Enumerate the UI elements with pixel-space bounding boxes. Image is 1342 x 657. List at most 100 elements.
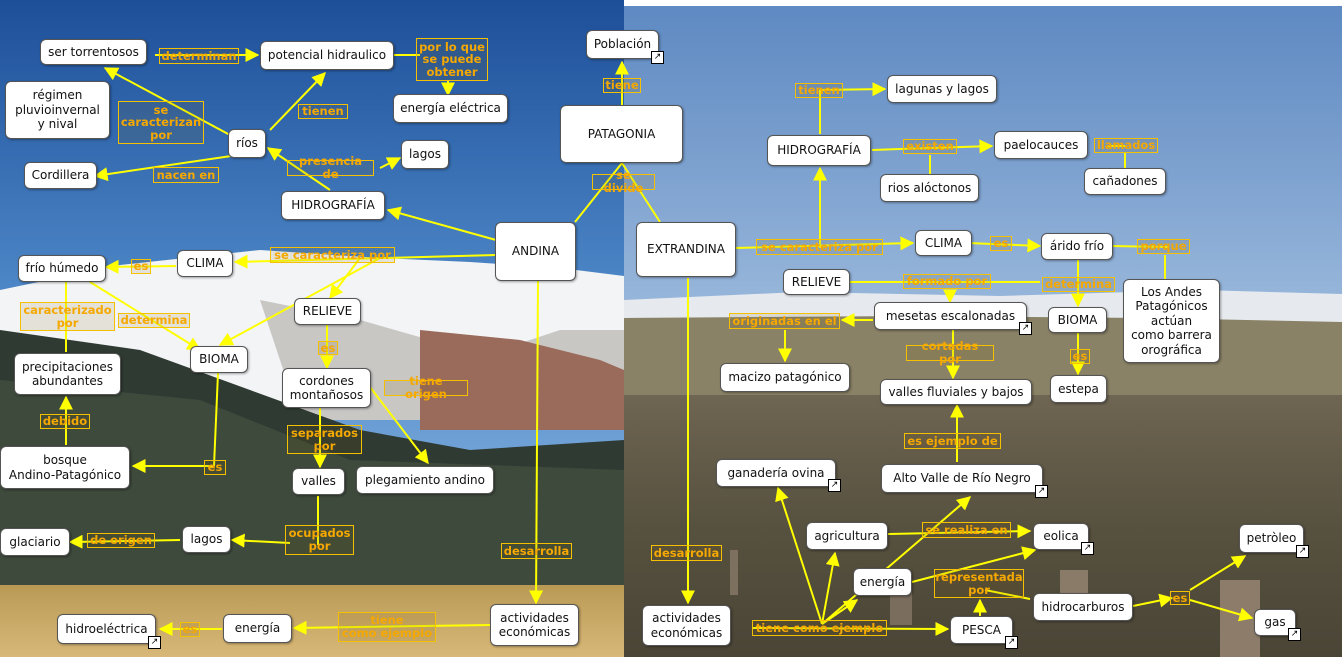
node-glaciario[interactable]: glaciario	[0, 528, 70, 556]
node-agricultura[interactable]: agricultura	[806, 522, 888, 550]
label-desarrolla-extrandina: desarrolla	[651, 545, 722, 561]
label-se-caracteriza-andina: se caracteriza por	[270, 247, 395, 263]
node-extrandina[interactable]: EXTRANDINA	[636, 222, 736, 277]
label-existen: existen	[903, 139, 957, 154]
label-presencia-de: presencia de	[287, 160, 374, 176]
label-tiene-como-ejemplo-andina: tiene como ejemplo	[338, 612, 436, 642]
label-desarrolla-andina: desarrolla	[501, 543, 572, 559]
node-eolica-label: eolica	[1043, 529, 1078, 543]
external-link-icon[interactable]: ↗	[1019, 322, 1032, 335]
node-alto-valle[interactable]: Alto Valle de Río Negro↗	[881, 464, 1043, 493]
node-lagunas-lagos[interactable]: lagunas y lagos	[887, 75, 997, 103]
node-macizo[interactable]: macizo patagónico	[720, 363, 850, 392]
node-lagos-top[interactable]: lagos	[401, 140, 449, 169]
node-arido-frio[interactable]: árido frío	[1041, 233, 1113, 260]
label-determina-extrandina: determina	[1042, 277, 1115, 292]
node-andes-barrera[interactable]: Los Andes Patagónicos actúan como barrer…	[1123, 279, 1220, 363]
node-frio-humedo[interactable]: frío húmedo	[18, 255, 106, 282]
label-determinan: determinan	[159, 48, 239, 64]
label-tiene-como-ejemplo-extrandina: tiene como ejemplo	[752, 620, 887, 636]
node-energia-electrica[interactable]: energía eléctrica	[393, 94, 508, 123]
node-petroleo-label: petròleo	[1247, 531, 1297, 545]
external-link-icon[interactable]: ↗	[651, 51, 664, 64]
node-energia-andina[interactable]: energía	[223, 614, 292, 643]
node-patagonia[interactable]: PATAGONIA	[560, 105, 683, 163]
node-relieve-andina[interactable]: RELIEVE	[294, 298, 361, 325]
label-llamados: llamados	[1094, 138, 1158, 153]
node-clima-extrandina[interactable]: CLIMA	[915, 230, 972, 256]
external-link-icon[interactable]: ↗	[828, 479, 841, 492]
node-mesetas[interactable]: mesetas escalonadas↗	[874, 302, 1027, 330]
node-clima-andina[interactable]: CLIMA	[177, 250, 233, 277]
node-andina[interactable]: ANDINA	[495, 222, 576, 281]
label-nacen-en: nacen en	[153, 167, 219, 183]
node-relieve-extrandina[interactable]: RELIEVE	[783, 269, 850, 295]
node-poblacion[interactable]: Población↗	[586, 30, 659, 59]
external-link-icon[interactable]: ↗	[1005, 636, 1018, 649]
label-ocupados-por: ocupados por	[285, 525, 354, 555]
external-link-icon[interactable]: ↗	[1035, 485, 1048, 498]
node-estepa[interactable]: estepa	[1050, 375, 1107, 403]
node-regimen[interactable]: régimen pluvioinvernal y nival	[5, 81, 110, 139]
node-ser-torrentosos[interactable]: ser torrentosos	[40, 39, 147, 65]
node-actividades-andina[interactable]: actividades económicas	[490, 604, 579, 646]
node-rios[interactable]: ríos	[228, 129, 266, 158]
node-hidroelectrica[interactable]: hidroeléctrica↗	[57, 614, 156, 644]
label-se-realiza-en: se realiza en	[922, 522, 1011, 538]
label-tiene-origen: tiene origen	[384, 380, 468, 396]
label-tienen-extrandina: tienen	[795, 83, 843, 98]
node-alto-valle-label: Alto Valle de Río Negro	[893, 471, 1031, 485]
external-link-icon[interactable]: ↗	[1288, 628, 1301, 641]
node-energia-extrandina[interactable]: energía	[853, 568, 912, 596]
label-se-caracterizan: se caracterizan por	[118, 101, 204, 144]
label-determina-andina: determina	[118, 313, 190, 328]
label-es-cordones: es	[318, 341, 338, 355]
node-hidroelectrica-label: hidroeléctrica	[65, 622, 147, 636]
node-ganaderia[interactable]: ganadería ovina↗	[716, 459, 836, 487]
label-representada-por: representada por	[934, 569, 1024, 598]
node-valles-fluviales[interactable]: valles fluviales y bajos	[880, 379, 1032, 405]
label-debido: debido	[40, 414, 90, 429]
label-por-lo-que: por lo que se puede obtener	[416, 38, 488, 81]
label-originadas: originadas en el	[729, 313, 840, 329]
node-plegamiento[interactable]: plegamiento andino	[356, 466, 494, 494]
label-es-hidroelectrica: es	[180, 622, 200, 637]
node-potencial-hidraulico[interactable]: potencial hidraulico	[260, 41, 394, 70]
node-pesca[interactable]: PESCA↗	[950, 616, 1013, 644]
node-hidrografia-andina[interactable]: HIDROGRAFÍA	[281, 191, 385, 220]
node-gas[interactable]: gas↗	[1254, 609, 1296, 636]
node-petroleo[interactable]: petròleo↗	[1239, 524, 1304, 553]
label-es-ejemplo-de: es ejemplo de	[904, 433, 1001, 449]
external-link-icon[interactable]: ↗	[1081, 542, 1094, 555]
node-mesetas-label: mesetas escalonadas	[886, 309, 1015, 323]
external-link-icon[interactable]: ↗	[148, 636, 161, 649]
node-cordones-montanosos[interactable]: cordones montañosos	[282, 368, 371, 408]
label-se-caracteriza-extrandina: se caracteriza por	[756, 239, 883, 255]
node-poblacion-label: Población	[594, 37, 651, 51]
label-tienen-andina: tienen	[298, 104, 348, 119]
node-rios-aloctonos[interactable]: rios alóctonos	[880, 174, 979, 202]
label-cortadas-por: cortadas por	[906, 345, 994, 361]
node-canadones[interactable]: cañadones	[1084, 168, 1166, 195]
node-bioma-extrandina[interactable]: BIOMA	[1048, 307, 1107, 333]
node-hidrocarburos[interactable]: hidrocarburos	[1033, 593, 1133, 621]
node-paelocauces[interactable]: paelocauces	[994, 131, 1088, 159]
label-formado-por: formado por	[903, 274, 991, 289]
label-se-divide: se divide	[592, 174, 655, 190]
node-lagos-andina[interactable]: lagos	[182, 526, 231, 553]
label-es-estepa: es	[1070, 349, 1090, 364]
node-actividades-extrandina[interactable]: actividades económicas	[642, 605, 731, 646]
label-porque: porque	[1137, 239, 1190, 254]
node-hidrografia-extrandina[interactable]: HIDROGRAFÍA	[767, 135, 871, 166]
label-es-arido: es	[990, 236, 1012, 251]
node-precipitaciones[interactable]: precipitaciones abundantes	[14, 353, 121, 395]
node-cordillera[interactable]: Cordillera	[24, 162, 97, 189]
node-valles[interactable]: valles	[292, 468, 345, 495]
external-link-icon[interactable]: ↗	[1296, 545, 1309, 558]
node-gas-label: gas	[1264, 615, 1285, 629]
label-caracterizado-por: caracterizado por	[20, 302, 115, 331]
node-eolica[interactable]: eolica↗	[1033, 523, 1089, 550]
node-bosque[interactable]: bosque Andino-Patagónico	[0, 446, 130, 489]
node-bioma-andina[interactable]: BIOMA	[190, 346, 248, 373]
label-es-hidrocarburos: es	[1170, 591, 1190, 605]
